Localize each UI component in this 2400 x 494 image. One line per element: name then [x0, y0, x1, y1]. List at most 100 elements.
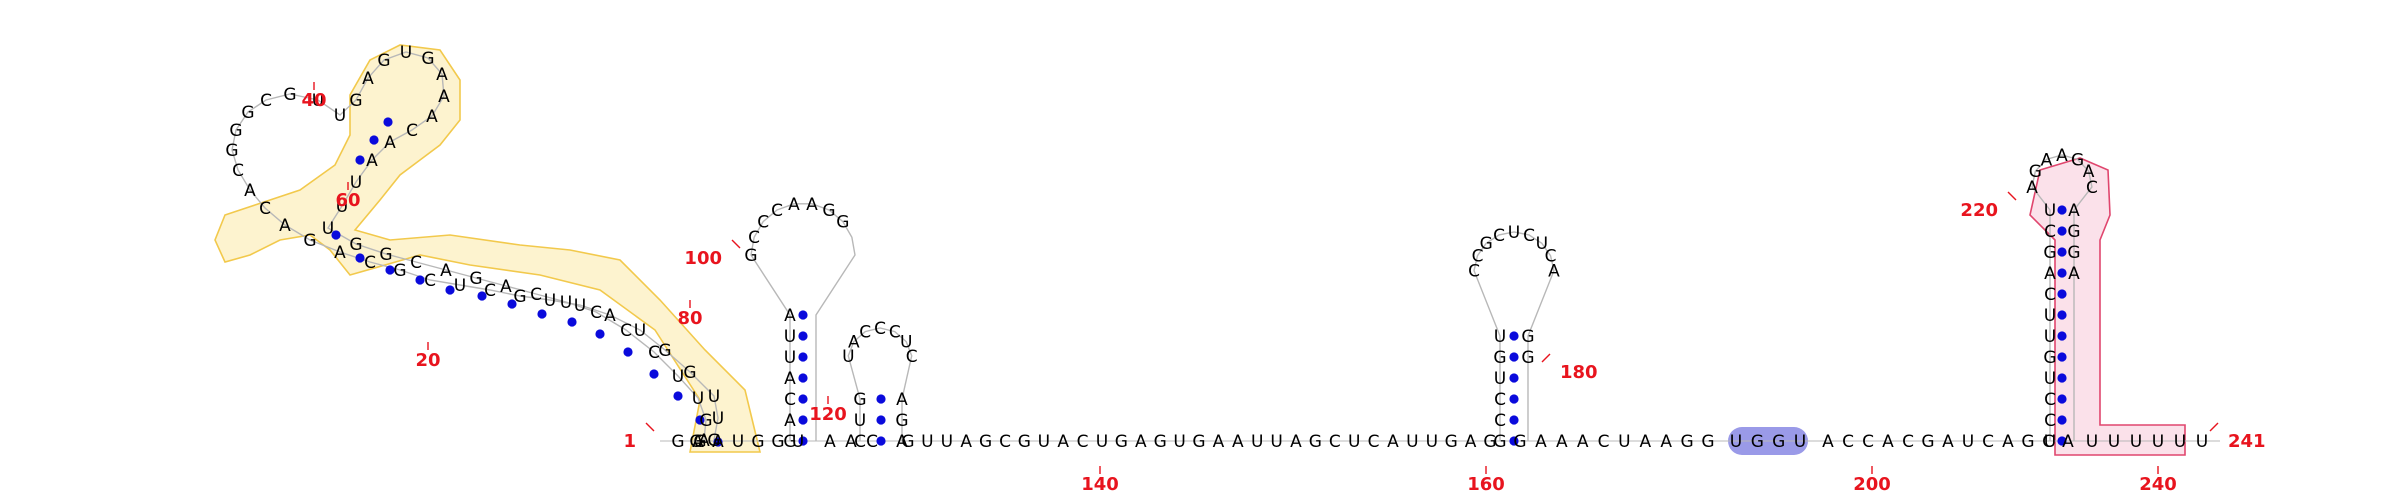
nucleotide: G — [1751, 432, 1764, 452]
nucleotide: U — [634, 321, 646, 341]
nucleotide: G — [1192, 432, 1205, 452]
nucleotide: A — [438, 87, 450, 107]
nucleotide: A — [2026, 178, 2038, 198]
nucleotide: C — [424, 271, 436, 291]
nucleotide: U — [350, 173, 362, 193]
index-label: 100 — [684, 248, 722, 269]
backbone — [231, 51, 2220, 442]
nucleotide: A — [2083, 162, 2095, 182]
index-label: 180 — [1560, 362, 1598, 383]
nucleotide: A — [2056, 146, 2068, 166]
nucleotide: U — [336, 197, 348, 217]
nucleotide: U — [692, 389, 704, 409]
nucleotide: G — [421, 49, 434, 69]
nucleotide: A — [1639, 432, 1651, 452]
nucleotide: C — [1842, 432, 1854, 452]
nucleotide: U — [544, 291, 556, 311]
base-pair-dot — [445, 285, 455, 295]
nucleotide: C — [1077, 432, 1089, 452]
base-pairs — [331, 117, 2067, 447]
nucleotide: U — [708, 387, 720, 407]
base-pair-dot — [2057, 373, 2067, 383]
nucleotide: U — [2044, 327, 2056, 347]
nucleotide: A — [334, 243, 346, 263]
nucleotide: C — [874, 319, 886, 339]
nucleotide: G — [2043, 348, 2056, 368]
base-pair-dot — [355, 155, 365, 165]
nucleotide: U — [2044, 432, 2056, 452]
nucleotide: C — [1494, 390, 1506, 410]
base-pair-dot — [876, 436, 886, 446]
nucleotide: U — [921, 432, 933, 452]
nucleotide: A — [1660, 432, 1672, 452]
nucleotide: U — [2044, 306, 2056, 326]
base-pair-dot — [2057, 247, 2067, 257]
nucleotide: A — [1213, 432, 1225, 452]
nucleotide: C — [1523, 226, 1535, 246]
base-pair-dot — [2057, 310, 2067, 320]
nucleotide: C — [2044, 285, 2056, 305]
nucleotide: C — [784, 390, 796, 410]
nucleotide: A — [1577, 432, 1589, 452]
nucleotide: G — [671, 432, 684, 452]
base-pair-dot — [695, 415, 705, 425]
nucleotide: U — [1494, 327, 1506, 347]
nucleotide: C — [2044, 222, 2056, 242]
nucleotide: U — [1494, 369, 1506, 389]
nucleotide: G — [377, 51, 390, 71]
nucleotide: C — [484, 281, 496, 301]
nucleotide: A — [440, 261, 452, 281]
nucleotide: G — [241, 103, 254, 123]
nucleotide: C — [1545, 247, 1557, 267]
nucleotide: A — [2044, 264, 2056, 284]
nucleotide: U — [842, 347, 854, 367]
nucleotide: G — [349, 91, 362, 111]
index-ticks — [313, 82, 2219, 474]
nucleotide: A — [500, 277, 512, 297]
nucleotide: G — [1921, 432, 1934, 452]
nucleotide: G — [683, 363, 696, 383]
nucleotide: A — [362, 69, 374, 89]
base-pair-dot — [876, 394, 886, 404]
base-pair-dot — [331, 230, 341, 240]
highlighted-region-pink — [2029, 157, 2186, 456]
nucleotide: U — [1730, 432, 1742, 452]
nucleotide: U — [1794, 432, 1806, 452]
nucleotide: U — [1270, 432, 1282, 452]
nucleotide: G — [2067, 222, 2080, 242]
nucleotide: U — [672, 367, 684, 387]
nucleotide: C — [410, 253, 422, 273]
nucleotide: U — [2108, 432, 2120, 452]
base-pair-dot — [2057, 289, 2067, 299]
nucleotide: A — [1548, 262, 1560, 282]
nucleotide: G — [699, 411, 712, 431]
nucleotide: A — [960, 432, 972, 452]
nucleotide: G — [707, 431, 720, 451]
nucleotide: C — [406, 121, 418, 141]
nucleotide: G — [689, 432, 702, 452]
nucleotide: A — [604, 306, 616, 326]
nucleotide: C — [866, 432, 878, 452]
nucleotide: U — [1173, 432, 1185, 452]
nucleotide: U — [712, 409, 724, 429]
nucleotide: U — [2130, 432, 2142, 452]
nucleotide: C — [2044, 411, 2056, 431]
nucleotide: A — [784, 306, 796, 326]
nucleotide: G — [1772, 432, 1785, 452]
base-pair-dot — [1509, 331, 1519, 341]
nucleotide: U — [1426, 432, 1438, 452]
nucleotide: C — [2042, 432, 2054, 452]
base-pair-dot — [1509, 352, 1519, 362]
index-label: 160 — [1467, 474, 1505, 494]
nucleotide: A — [692, 432, 704, 452]
nucleotide: G — [658, 341, 671, 361]
nucleotide: C — [1598, 432, 1610, 452]
